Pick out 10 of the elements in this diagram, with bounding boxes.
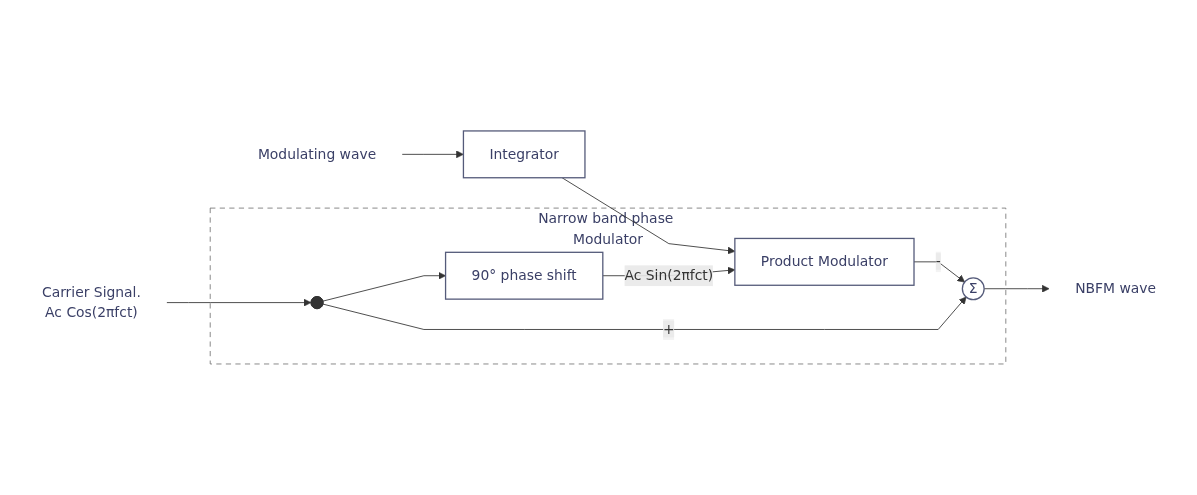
node-box: 90° phase shift	[444, 251, 603, 300]
node-text: Modulating wave	[257, 145, 376, 163]
edge-label: +	[662, 320, 675, 338]
node-box: Product Modulator	[733, 237, 915, 286]
edge-label: -	[935, 253, 941, 270]
node-circle: Σ	[961, 277, 985, 301]
edge-label: Ac Sin(2πfct)	[623, 267, 713, 284]
node-box: Integrator	[462, 130, 586, 179]
node-text: Carrier Signal. Ac Cos(2πfct)	[41, 283, 141, 321]
node-text: NBFM wave	[1074, 280, 1156, 297]
